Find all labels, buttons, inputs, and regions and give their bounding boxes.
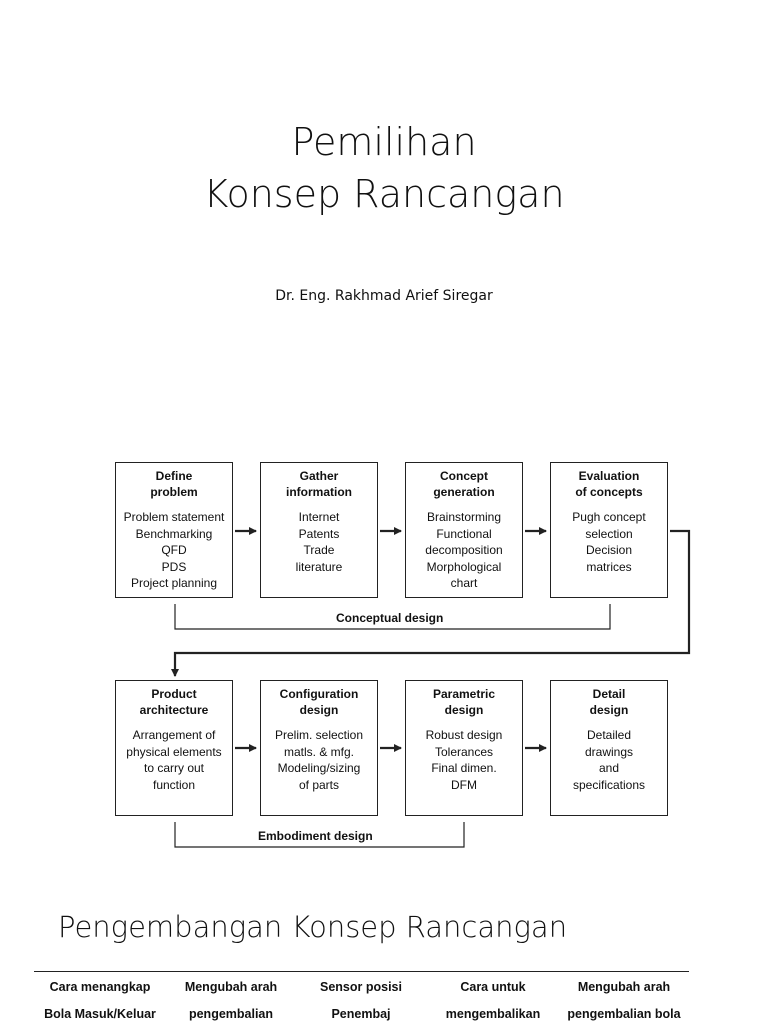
slide-title-line2: Konsep Rancangan: [203, 172, 565, 216]
box-define-problem: Define problem Problem statement Benchma…: [115, 462, 233, 598]
box-configuration-design: Configuration design Prelim. selection m…: [260, 680, 378, 816]
box-heading: Product architecture: [139, 687, 209, 717]
table-header-cell: Sensor posisi Penembaj: [320, 980, 402, 1021]
table-header-cell: Cara menangkap Bola Masuk/Keluar: [44, 980, 156, 1021]
embodiment-design-label: Embodiment design: [254, 829, 377, 843]
table-header-cell: Mengubah arah pengembalian bola: [567, 980, 681, 1021]
slide-title: Pemilihan Konsep Rancangan: [0, 116, 768, 220]
conceptual-design-label: Conceptual design: [332, 611, 448, 625]
box-heading: Evaluation of concepts: [575, 469, 643, 499]
arrow-evaluation-to-product: [171, 529, 691, 677]
box-body: Problem statement Benchmarking QFD PDS P…: [123, 510, 225, 591]
section-title: Pengembangan Konsep Rancangan: [58, 910, 568, 944]
box-concept-generation: Concept generation Brainstorming Functio…: [405, 462, 523, 598]
box-heading: Concept generation: [433, 469, 495, 499]
box-evaluation-of-concepts: Evaluation of concepts Pugh concept sele…: [550, 462, 668, 598]
author-name: Dr. Eng. Rakhmad Arief Siregar: [275, 288, 493, 304]
box-parametric-design: Parametric design Robust design Toleranc…: [405, 680, 523, 816]
box-body: Robust design Tolerances Final dimen. DF…: [425, 728, 503, 792]
box-heading: Gather information: [286, 469, 352, 499]
conceptual-design-bracket: [174, 604, 611, 630]
box-gather-information: Gather information Internet Patents Trad…: [260, 462, 378, 598]
box-heading: Parametric design: [432, 687, 496, 717]
table-header-cell: Cara untuk mengembalikan: [445, 980, 541, 1021]
box-product-architecture: Product architecture Arrangement of phys…: [115, 680, 233, 816]
box-body: Brainstorming Functional decomposition M…: [425, 510, 503, 591]
box-body: Prelim. selection matls. & mfg. Modeling…: [274, 728, 364, 792]
embodiment-design-bracket: [174, 822, 465, 848]
box-body: Pugh concept selection Decision matrices: [572, 510, 646, 574]
slide-title-line1: Pemilihan: [291, 120, 477, 164]
box-body: Internet Patents Trade literature: [295, 510, 343, 574]
box-body: Arrangement of physical elements to carr…: [126, 728, 222, 792]
box-body: Detailed drawings and specifications: [572, 728, 646, 792]
box-heading: Detail design: [589, 687, 629, 717]
table-header-cell: Mengubah arah pengembalian: [184, 980, 278, 1021]
box-heading: Define problem: [150, 469, 198, 499]
box-detail-design: Detail design Detailed drawings and spec…: [550, 680, 668, 816]
table-top-rule: [34, 971, 689, 972]
box-heading: Configuration design: [279, 687, 359, 717]
